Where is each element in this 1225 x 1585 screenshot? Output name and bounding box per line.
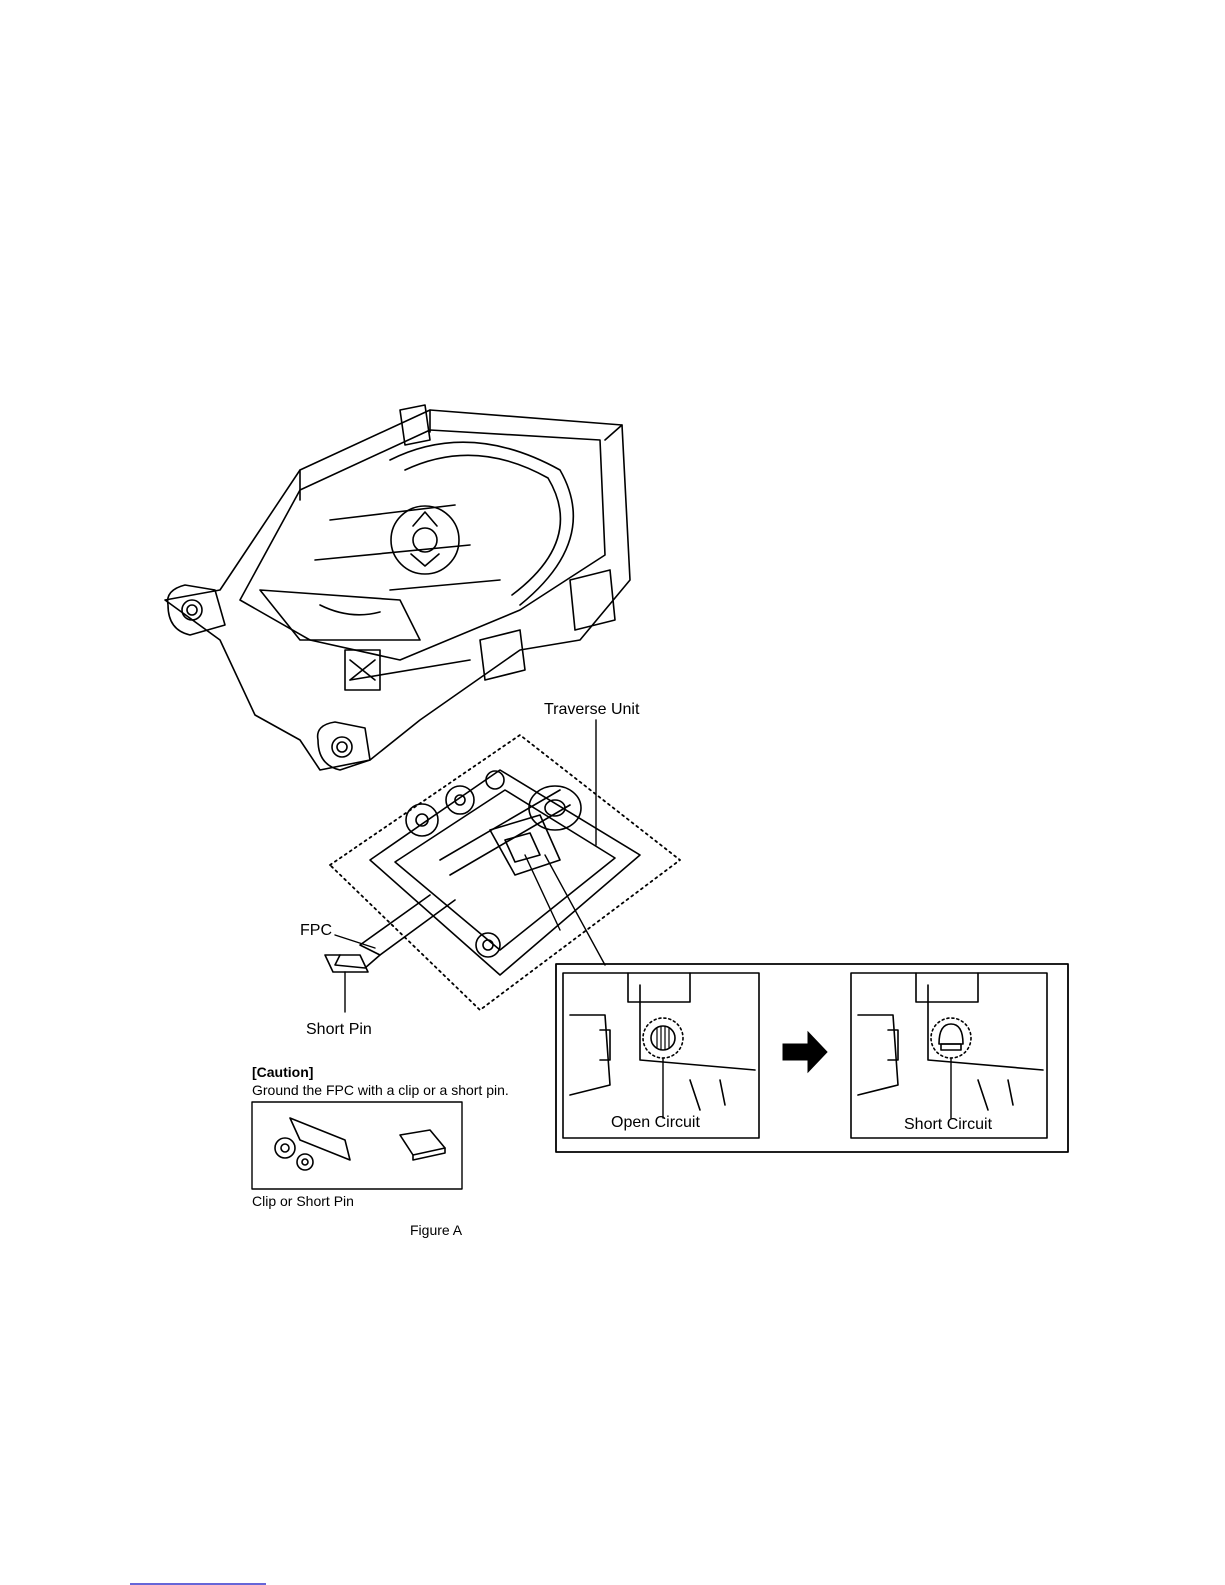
short-circuit-label: Short Circuit xyxy=(904,1117,992,1133)
short-pin-label: Short Pin xyxy=(306,1022,372,1038)
clip-short-pin-box xyxy=(252,1102,462,1189)
fpc-label: FPC xyxy=(300,923,332,939)
caution-title: [Caution] xyxy=(252,1065,313,1079)
caution-text: Ground the FPC with a clip or a short pi… xyxy=(252,1083,509,1097)
traverse-unit xyxy=(325,735,680,1010)
traverse-unit-label: Traverse Unit xyxy=(544,702,639,718)
arrow-right-icon xyxy=(783,1032,827,1072)
clip-or-short-pin-label: Clip or Short Pin xyxy=(252,1194,354,1208)
figure-caption: Figure A xyxy=(410,1223,462,1237)
leader-lines xyxy=(335,720,605,1012)
open-circuit-label: Open Circuit xyxy=(611,1115,700,1131)
